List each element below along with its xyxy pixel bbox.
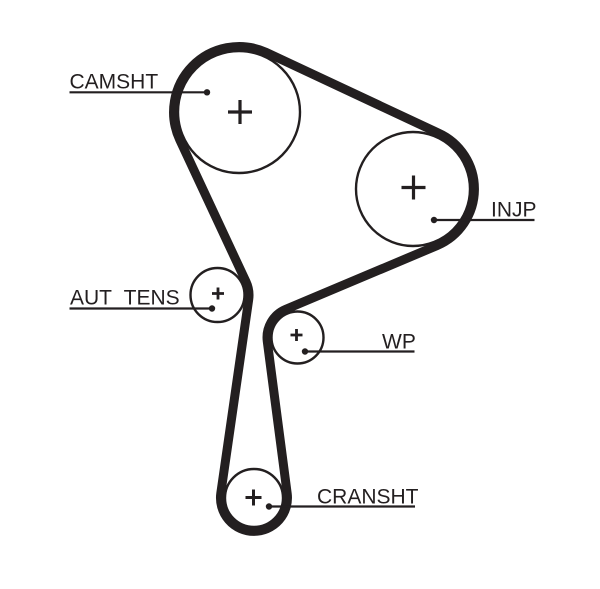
crankshaft-label: CRANSHT <box>317 486 419 509</box>
tensioner-leader-dot <box>208 305 216 312</box>
tensioner-label: AUT TENS <box>70 287 180 310</box>
injection-pump-label: INJP <box>491 199 537 222</box>
camshaft-label: CAMSHT <box>70 71 159 94</box>
timing-belt <box>169 42 479 536</box>
water-pump-center-cross-icon <box>290 329 303 341</box>
crankshaft-center-cross-icon <box>245 489 262 506</box>
injection-pump-center-cross-icon <box>401 175 426 200</box>
crankshaft-leader-dot <box>265 503 273 510</box>
tensioner-center-cross-icon <box>212 287 224 300</box>
camshaft-center-cross-icon <box>228 100 252 124</box>
water-pump-label: WP <box>382 331 416 354</box>
camshaft-leader-dot <box>203 89 211 96</box>
water-pump-leader-dot <box>301 348 309 355</box>
injection-pump-leader-dot <box>430 216 438 224</box>
